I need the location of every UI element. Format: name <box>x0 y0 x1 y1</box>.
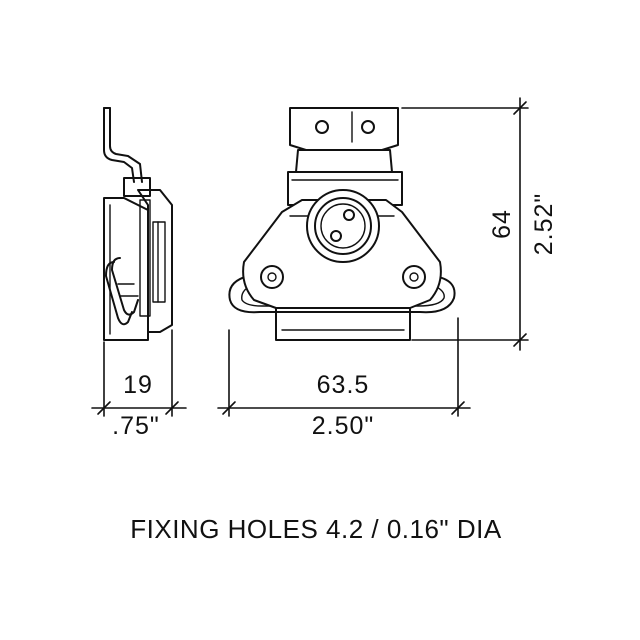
height-in: 2.52" <box>530 193 558 256</box>
side-view <box>103 107 173 341</box>
height-mm: 64 <box>488 209 516 239</box>
side-width-in: .75" <box>112 412 160 440</box>
front-width-in: 2.50" <box>312 412 375 440</box>
side-width-mm: 19 <box>123 371 153 399</box>
caption-fixing-holes: FIXING HOLES 4.2 / 0.16" DIA <box>130 514 502 544</box>
front-view <box>228 107 456 341</box>
front-width-mm: 63.5 <box>317 371 370 399</box>
dimension-lines <box>91 97 529 417</box>
